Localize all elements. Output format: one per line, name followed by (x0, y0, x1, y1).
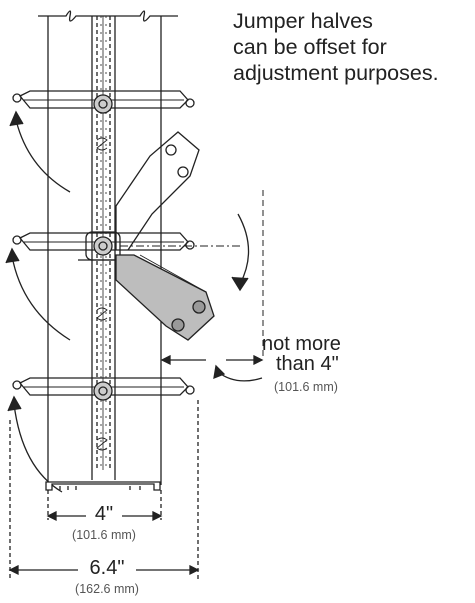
jumper-bar-top (12, 90, 195, 114)
offset-note-line-2: can be offset for (233, 35, 387, 59)
max-spacing-label-line-1: not more (262, 333, 341, 355)
jumper-bar-bottom (12, 377, 195, 401)
break-lines (38, 10, 178, 22)
base-channel (9, 400, 199, 580)
offset-note-line-1: Jumper halves (233, 9, 373, 33)
outer-width-label: 6.4" (89, 557, 125, 579)
offset-note: Jumper halves can be offset for adjustme… (233, 8, 439, 86)
inner-width-label: 4" (94, 503, 114, 525)
spacing-dimension (160, 354, 264, 382)
jumper-bar-middle (12, 231, 195, 261)
max-spacing-label-line-2: than 4" (276, 353, 339, 375)
plate-upper-outline (115, 131, 200, 251)
inner-width-dimension (46, 510, 163, 522)
rotation-arrows (5, 110, 250, 493)
plate-lower-shaded (115, 254, 215, 341)
offset-note-line-3: adjustment purposes. (233, 61, 439, 85)
outer-width-dimension (8, 564, 200, 576)
outer-width-metric: (162.6 mm) (75, 582, 139, 596)
max-spacing-metric: (101.6 mm) (274, 380, 338, 394)
inner-width-metric: (101.6 mm) (72, 528, 136, 542)
